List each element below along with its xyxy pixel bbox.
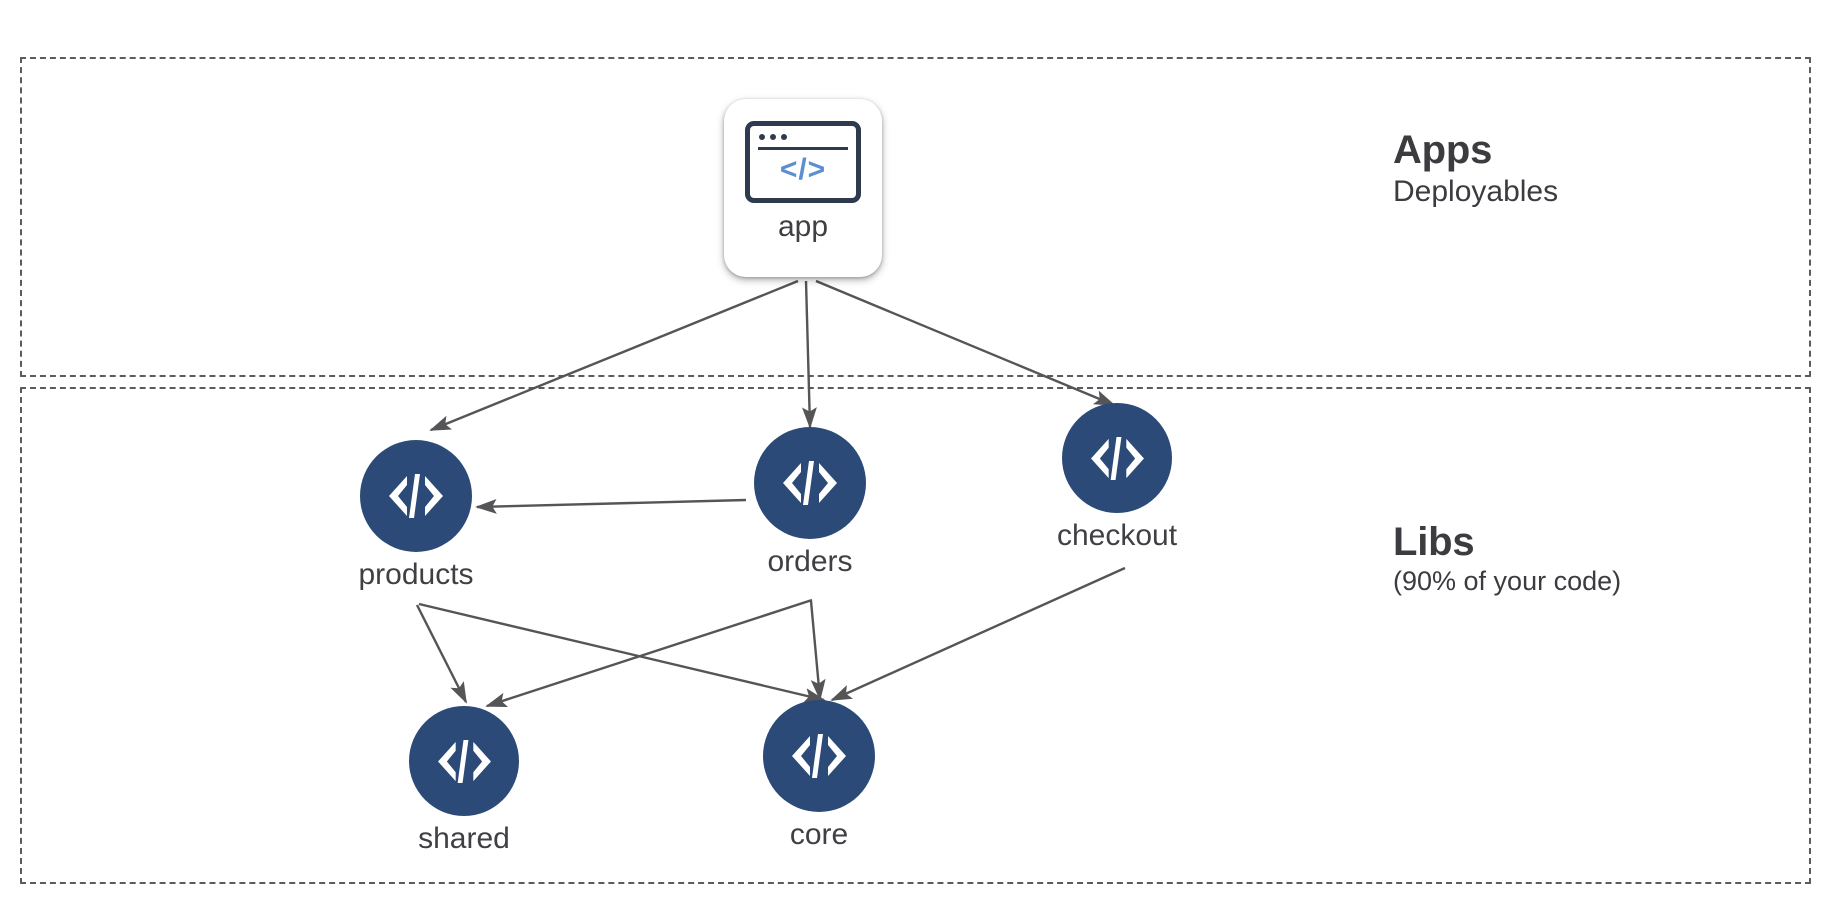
zone-libs-title: Libs <box>1393 520 1475 564</box>
code-circle-icon <box>1062 403 1172 513</box>
code-circle-icon <box>763 700 875 812</box>
node-checkout[interactable]: checkout <box>1057 403 1177 552</box>
code-circle-icon <box>409 706 519 816</box>
node-app[interactable]: </> app <box>724 99 882 277</box>
node-shared-label: shared <box>418 822 510 855</box>
zone-caption-libs: Libs (90% of your code) <box>1393 520 1621 599</box>
node-orders[interactable]: orders <box>754 427 866 578</box>
node-app-label: app <box>777 210 829 243</box>
zone-libs-subtitle: (90% of your code) <box>1393 565 1622 596</box>
zone-apps-subtitle: Deployables <box>1393 174 1559 208</box>
window-dots-icon <box>759 134 787 140</box>
node-products[interactable]: products <box>358 440 474 591</box>
zone-caption-apps: Apps Deployables <box>1393 128 1558 210</box>
zone-apps <box>20 57 1811 377</box>
code-circle-icon <box>360 440 472 552</box>
zone-apps-title: Apps <box>1393 128 1493 172</box>
node-core[interactable]: core <box>763 700 875 851</box>
zone-libs <box>20 387 1811 884</box>
node-orders-label: orders <box>767 545 853 578</box>
node-checkout-label: checkout <box>1056 519 1178 552</box>
code-glyph: </> <box>779 153 827 186</box>
code-circle-icon <box>754 427 866 539</box>
node-shared[interactable]: shared <box>409 706 519 855</box>
code-window-icon: </> <box>745 121 861 203</box>
node-core-label: core <box>789 818 849 851</box>
window-titlebar-divider <box>758 147 848 150</box>
node-products-label: products <box>358 558 474 591</box>
